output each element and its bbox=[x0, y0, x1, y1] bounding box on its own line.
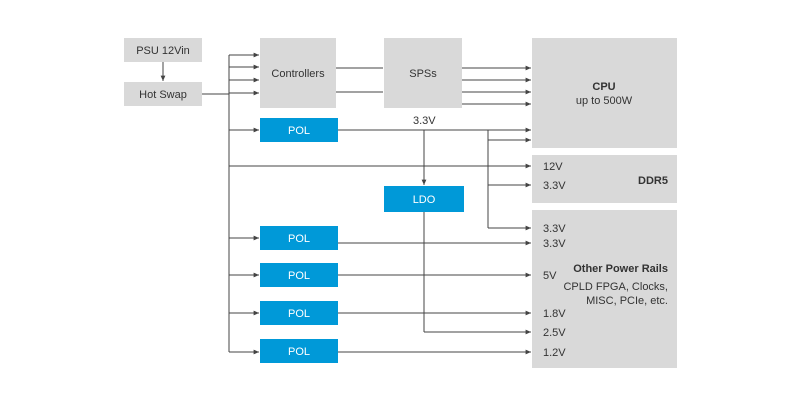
hot-swap-box: Hot Swap bbox=[124, 82, 202, 106]
psu-box: PSU 12Vin bbox=[124, 38, 202, 62]
ddr5-33v-label: 3.3V bbox=[543, 180, 566, 192]
pol-label: POL bbox=[288, 346, 310, 358]
pol-box-4: POL bbox=[260, 301, 338, 325]
cpu-title: CPU bbox=[592, 81, 615, 93]
ddr5-12v-label: 12V bbox=[543, 161, 563, 173]
cpu-subtitle: up to 500W bbox=[576, 95, 633, 107]
pol-label: POL bbox=[288, 308, 310, 320]
controllers-box: Controllers bbox=[260, 38, 336, 108]
other-power-rails-box: Other Power Rails CPLD FPGA, Clocks, MIS… bbox=[532, 210, 677, 368]
ddr5-title: DDR5 bbox=[638, 175, 668, 187]
ldo-box: LDO bbox=[384, 186, 464, 212]
other-18v-label: 1.8V bbox=[543, 308, 566, 320]
other-5v-label: 5V bbox=[543, 270, 557, 282]
pol-label: POL bbox=[288, 125, 310, 137]
controllers-label: Controllers bbox=[271, 68, 325, 80]
spss-label: SPSs bbox=[409, 68, 437, 80]
other-33v-label-b: 3.3V bbox=[543, 238, 566, 250]
ldo-label: LDO bbox=[413, 194, 436, 206]
other-rails-title: Other Power Rails bbox=[573, 263, 668, 275]
connectors bbox=[160, 52, 531, 355]
other-rails-line1: CPLD FPGA, Clocks, bbox=[563, 281, 668, 293]
pol-box-5: POL bbox=[260, 339, 338, 363]
pol-box-2: POL bbox=[260, 226, 338, 250]
other-12v-label: 1.2V bbox=[543, 347, 566, 359]
other-rails-line2: MISC, PCIe, etc. bbox=[586, 295, 668, 307]
hot-swap-label: Hot Swap bbox=[139, 89, 187, 101]
spss-box: SPSs bbox=[384, 38, 462, 108]
main-33v-label: 3.3V bbox=[413, 115, 436, 127]
cpu-box: CPU up to 500W bbox=[532, 38, 677, 148]
pol-box-1: POL bbox=[260, 118, 338, 142]
pol-box-3: POL bbox=[260, 263, 338, 287]
pol-label: POL bbox=[288, 233, 310, 245]
pol-label: POL bbox=[288, 270, 310, 282]
psu-label: PSU 12Vin bbox=[136, 45, 190, 57]
other-25v-label: 2.5V bbox=[543, 327, 566, 339]
other-33v-label-a: 3.3V bbox=[543, 223, 566, 235]
ddr5-box: DDR5 bbox=[532, 155, 677, 203]
